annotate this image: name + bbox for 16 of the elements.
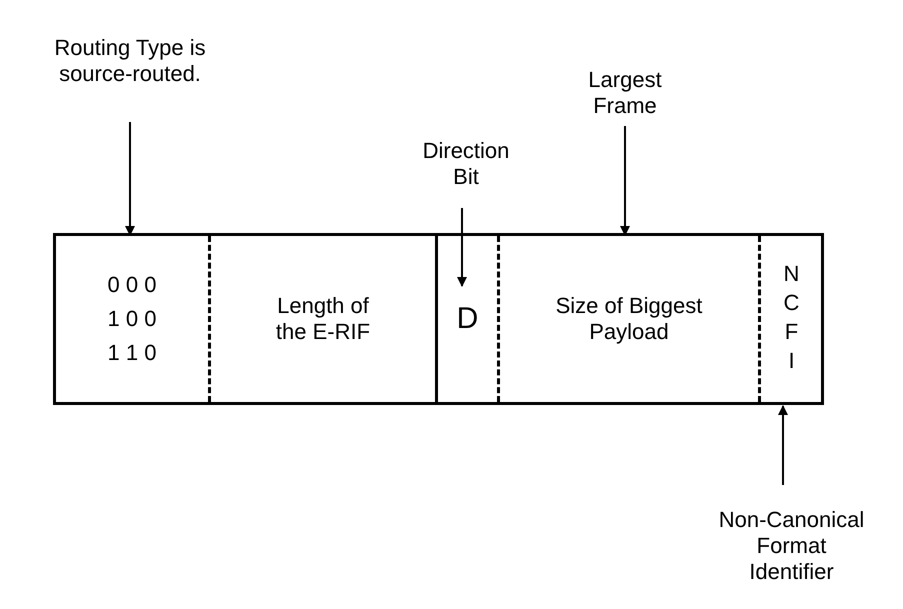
callout-label: Largest Frame — [587, 67, 663, 119]
callout-label: Direction Bit — [422, 138, 510, 190]
callout-label: Non-Canonical Format Identifier — [718, 507, 866, 585]
arrow — [620, 126, 630, 236]
arrow — [778, 405, 788, 485]
field-text: 1 0 0 — [106, 305, 158, 333]
arrow — [457, 208, 467, 287]
vertical-field-text: NCFI — [778, 261, 804, 377]
field-text: Length of the E-RIF — [274, 293, 372, 345]
field-text: D — [456, 306, 480, 332]
field-text: Size of Biggest Payload — [554, 293, 704, 345]
field-text: 0 0 0 — [106, 271, 158, 299]
frame-box — [53, 233, 824, 405]
arrow — [125, 122, 135, 236]
callout-label: Routing Type is source-routed. — [53, 35, 207, 87]
field-text: 1 1 0 — [106, 339, 158, 367]
